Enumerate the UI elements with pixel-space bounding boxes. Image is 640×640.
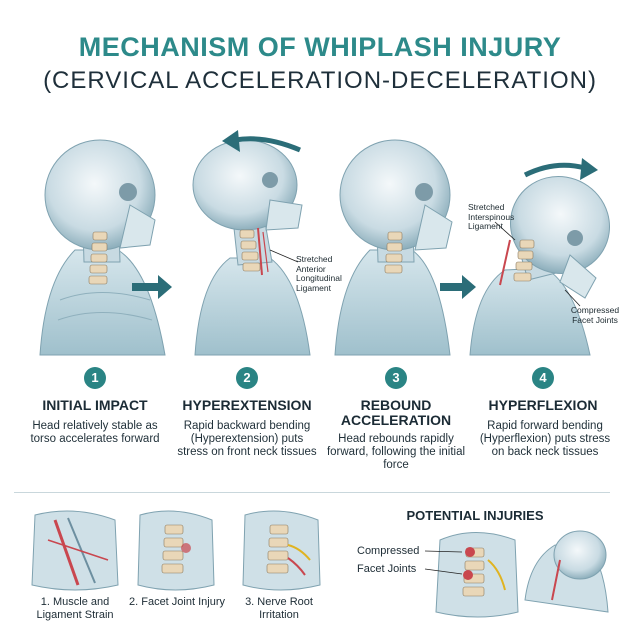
potential-label-compressed: Compressed xyxy=(357,545,420,557)
thumb-facet-joint xyxy=(137,510,215,591)
stage-title-1: INITIAL IMPACT xyxy=(42,397,148,413)
stage-desc-1: Head relatively stable as torso accelera… xyxy=(30,420,160,445)
callout-anterior-ligament: Stretched Anterior Longitudinal Ligament xyxy=(296,254,342,293)
stage-title-3: REBOUND ACCELERATION xyxy=(340,397,452,428)
potential-injuries-title: POTENTIAL INJURIES xyxy=(406,508,544,523)
arrow-right-2 xyxy=(440,275,476,299)
thumb-compressed-facet xyxy=(424,532,519,618)
figure-initial-impact xyxy=(39,139,166,356)
figure-hyperflexion xyxy=(469,175,611,356)
arrow-right-1 xyxy=(132,275,172,299)
injury-label-muscle-strain: 1. Muscle and Ligament Strain xyxy=(36,596,114,621)
arrow-back-head xyxy=(222,130,240,152)
figure-rebound xyxy=(334,139,453,356)
page-title: MECHANISM OF WHIPLASH INJURY xyxy=(78,32,562,62)
arrow-back-curve xyxy=(234,136,301,153)
arrow-forward-head xyxy=(580,158,598,180)
stage-desc-2: Rapid backward bending (Hyperextension) … xyxy=(177,420,317,458)
stage-desc-3: Head rebounds rapidly forward, following… xyxy=(326,433,466,471)
stage-number-3: 3 xyxy=(385,367,407,389)
thumb-nerve-root xyxy=(242,510,321,591)
thumb-muscle-strain xyxy=(31,510,119,591)
injury-label-nerve-root: 3. Nerve Root Irritation xyxy=(245,596,313,621)
figure-hyperextension xyxy=(192,139,311,356)
section-divider xyxy=(14,492,610,493)
page-subtitle: (CERVICAL ACCELERATION-DECELERATION) xyxy=(43,67,597,94)
callout-interspinous-ligament: Stretched Interspinous Ligament xyxy=(468,202,515,231)
callout-compressed-facet: Compressed Facet Joints xyxy=(570,305,620,325)
stage-title-2: HYPEREXTENSION xyxy=(182,397,312,413)
thumb-head-flexed xyxy=(524,530,609,613)
injury-label-facet-joint: 2. Facet Joint Injury xyxy=(129,596,225,608)
stage-number-1: 1 xyxy=(84,367,106,389)
stage-number-4: 4 xyxy=(532,367,554,389)
stage-title-4: HYPERFLEXION xyxy=(488,397,598,413)
stage-number-2: 2 xyxy=(236,367,258,389)
arrow-forward-curve xyxy=(523,162,586,178)
potential-label-facet-joints: Facet Joints xyxy=(357,563,417,575)
stage-desc-4: Rapid forward bending (Hyperflexion) put… xyxy=(479,420,611,458)
